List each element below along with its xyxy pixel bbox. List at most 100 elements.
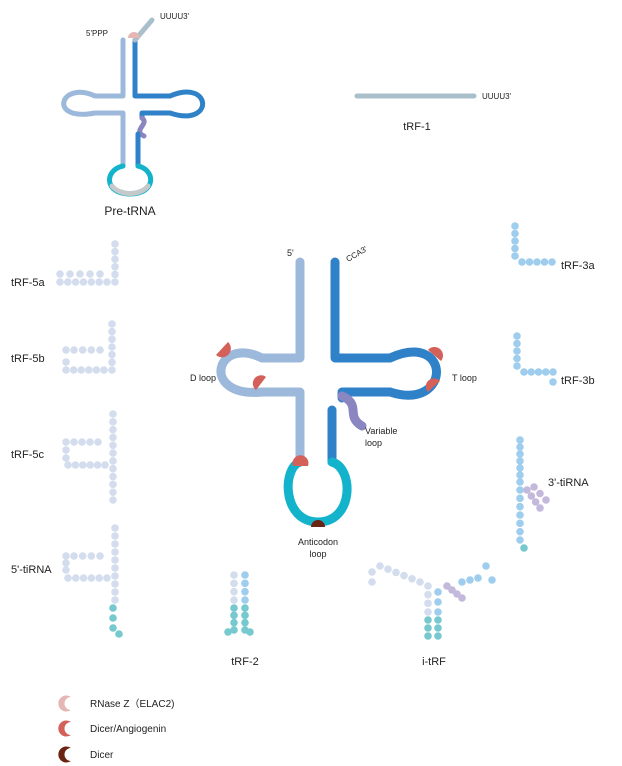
pre-trna [61,17,206,197]
anticodon-loop-label-line1: Anticodon [298,537,338,547]
trf5c-bead [93,461,102,469]
three-tirna-bead [516,502,524,511]
trf5b-bead [108,327,116,336]
pre-trna-label: Pre-tRNA [104,204,155,218]
three-tirna-bead [530,483,538,491]
trf3b-bead [513,354,521,363]
five-tirna-bead [111,524,119,532]
dicer-angiogenin-icon [58,720,71,737]
legend-label-rnase-z: RNase Z（ELAC2) [90,698,174,710]
trf3a-bead [511,252,519,260]
trf5c-bead [109,418,117,426]
legend-label-dicer-angiogenin: Dicer/Angiogenin [90,724,166,735]
itrf-bead [434,608,442,616]
three-tirna-bead [516,527,524,536]
trf5c-label: tRF-5c [11,449,45,461]
trf3a-bead [511,222,519,230]
five-tirna-bead [111,556,119,564]
itrf-bead [424,624,432,632]
trf5a-label: tRF-5a [11,277,46,289]
trf5c-bead [109,472,117,481]
trf2-bead [230,587,238,596]
three-tirna-bead [516,478,524,486]
trf2-bead [241,611,249,620]
five-tirna-bead [62,566,70,574]
itrf-bead [458,594,466,602]
trf5b-bead [69,366,78,374]
five-tirna-bead [111,540,119,548]
trf5c-bead [62,446,70,454]
trf2-label: tRF-2 [231,656,259,668]
d-loop-label: D loop [190,373,216,383]
trf5b-bead [77,366,85,374]
three-tirna-bead [536,504,544,512]
itrf-bead [424,590,432,599]
dicer-angiogenin-icon [428,346,444,361]
trf5c-bead [109,441,117,450]
three-tirna-bead [516,471,524,479]
trf3b-bead [513,339,521,348]
trf2-bead [241,604,249,612]
five-tirna-bead [111,564,119,572]
dicer-angiogenin-icon [216,342,231,358]
trf5b-bead [87,346,96,354]
trf3a-bead [548,258,556,266]
trf5c-bead [86,438,94,446]
trf2-bead [224,628,232,636]
trf5c-bead [62,454,70,462]
trf5c-bead [109,410,117,418]
legend-label-dicer: Dicer [90,750,114,761]
trf5b-bead [62,366,70,374]
itrf-bead [424,608,432,616]
trf3b-bead [513,332,521,340]
dicer-icon [58,746,71,763]
rnase-z-cut-icon [128,32,140,38]
itrf-bead [416,578,424,586]
anticodon-loop-label-line2: loop [309,549,326,559]
five-tirna-bead [87,574,96,582]
variable-loop-label-line1: Variable [365,426,397,436]
five-tirna-bead [87,552,96,560]
trf5b-bead [108,366,116,374]
trf5b-label: tRF-5b [11,353,45,365]
mature-three-prime: CCA3' [345,244,370,263]
three-tirna-bead [516,511,524,519]
five-tirna-bead [103,574,111,582]
itrf-bead [424,582,432,590]
trf3b-bead [513,362,521,370]
trf5c-bead [70,438,78,446]
itrf-bead [424,632,432,640]
itrf-bead [368,578,376,586]
trf3b-bead [534,368,543,376]
three-tirna-bead [520,544,528,552]
mature-trna [216,257,441,527]
trf3a-bead [540,258,549,266]
trf3b-bead [549,368,557,376]
t-loop-label: T loop [452,373,477,383]
five-tirna-bead [62,552,70,560]
trf2-bead [241,587,249,596]
trf5c-bead [101,461,109,469]
trf5a-bead [56,270,64,278]
itrf-bead [434,624,442,632]
trf5a-bead [96,270,104,278]
three-tirna-bead [516,436,524,444]
itrf-bead [434,588,442,596]
trf5c-bead [71,461,80,469]
five-tirna-bead [109,604,117,612]
trf5b-bead [78,346,87,354]
trf2-bead [230,596,238,604]
trf5b-bead [108,343,116,351]
trf3a-bead [533,258,541,266]
trf2-bead [230,579,238,588]
mature-five-prime: 5' [287,248,294,258]
itrf-bead [434,632,442,640]
trf5b-bead [108,350,116,359]
trf3b-bead [541,368,550,376]
five-tirna-bead [95,574,103,582]
trf5a-bead [103,278,111,286]
five-tirna-bead [96,552,104,560]
itrf-bead [424,616,432,624]
trf5c-bead [79,461,87,469]
